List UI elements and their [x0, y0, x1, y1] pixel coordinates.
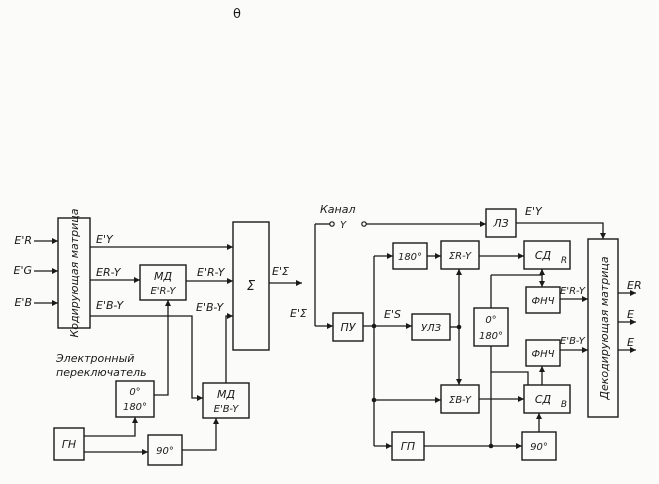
signal-fnch-ery-label: E'R-Y: [560, 286, 586, 297]
fnch-top-block: [525, 286, 561, 314]
channel-label-2: Y: [340, 220, 347, 231]
sd-r-label: СД: [535, 249, 552, 262]
sum-by-block: [440, 384, 480, 414]
md-top-block: [139, 264, 187, 301]
phase-switch-right-label-1: 0°: [485, 315, 496, 326]
coding-matrix-label: Кодирующая матрица: [68, 208, 81, 337]
signal-esum-in-label: E'Σ: [290, 307, 307, 320]
input-er-label: E'R: [14, 234, 32, 247]
pu-label: ПУ: [341, 321, 357, 334]
phase-switch-right-label-2: 180°: [479, 331, 503, 342]
lz-block: [485, 208, 517, 238]
pu-block: [332, 312, 364, 342]
signal-esum-label: E'Σ: [272, 265, 289, 278]
sum-ry-label: ΣR-Y: [449, 251, 472, 262]
sd-b-label: СД: [535, 393, 552, 406]
switch-label-1: Электронный: [55, 352, 134, 365]
gp-label: ГП: [401, 440, 415, 453]
coding-matrix-block: [57, 217, 91, 329]
shift90-right-label: 90°: [530, 442, 548, 453]
decoding-matrix-label: Декодирующая матрица: [598, 256, 611, 401]
sd-r-sub-label: R: [561, 256, 567, 266]
signal-ery-out-label: E'R-Y: [197, 266, 226, 279]
shift90-left-label: 90°: [156, 446, 174, 457]
input-eg-label: E'G: [14, 264, 33, 277]
gp-block: [391, 431, 425, 461]
phase-switch-left-label-2: 180°: [123, 402, 147, 413]
shift90-left-block: [147, 434, 183, 466]
signal-ey-right-label: E'Y: [525, 205, 543, 218]
sum-ry-block: [440, 240, 480, 270]
phase-switch-left-label-1: 0°: [129, 387, 140, 398]
lz-label: ЛЗ: [492, 217, 508, 230]
signal-ey-label: E'Y: [96, 233, 114, 246]
md-bottom-block: [202, 382, 250, 419]
gn-label: ГН: [62, 438, 76, 451]
top-symbol: θ: [233, 7, 241, 22]
signal-fnch-eby-label: E'B-Y: [560, 336, 586, 347]
signal-eby-out-label: E'B-Y: [196, 301, 224, 314]
signal-ery-label: ER-Y: [96, 266, 122, 279]
shift180-label: 180°: [398, 252, 422, 263]
signal-es-label: E'S: [384, 308, 401, 321]
signal-eby-label: E'B-Y: [96, 299, 124, 312]
md-bottom-label-1: МД: [217, 388, 235, 401]
output-3-label: E: [627, 336, 634, 349]
md-top-label-1: МД: [154, 270, 172, 283]
sum-block: [232, 221, 270, 351]
sd-b-block: [523, 384, 571, 414]
gn-block: [53, 427, 85, 461]
sum-by-label: ΣB-Y: [449, 395, 472, 406]
output-2-label: E: [627, 308, 634, 321]
output-r-label: ER: [627, 279, 642, 292]
channel-label-1: Канал: [320, 203, 356, 216]
ulz-block: [411, 313, 451, 341]
input-eb-label: E'B: [14, 296, 32, 309]
md-top-label-2: E'R-Y: [150, 286, 176, 297]
ulz-label: УЛЗ: [421, 323, 442, 334]
fnch-bottom-block: [525, 339, 561, 367]
phase-switch-left-block: [115, 380, 155, 418]
sd-r-block: [523, 240, 571, 270]
sum-label: Σ: [247, 279, 256, 294]
sd-b-sub-label: B: [561, 400, 567, 410]
decoding-matrix-block: [587, 238, 619, 418]
fnch-top-label: ФНЧ: [532, 296, 555, 307]
md-bottom-label-2: E'B-Y: [214, 404, 240, 415]
fnch-bottom-label: ФНЧ: [532, 349, 555, 360]
switch-label-2: переключатель: [56, 366, 147, 379]
